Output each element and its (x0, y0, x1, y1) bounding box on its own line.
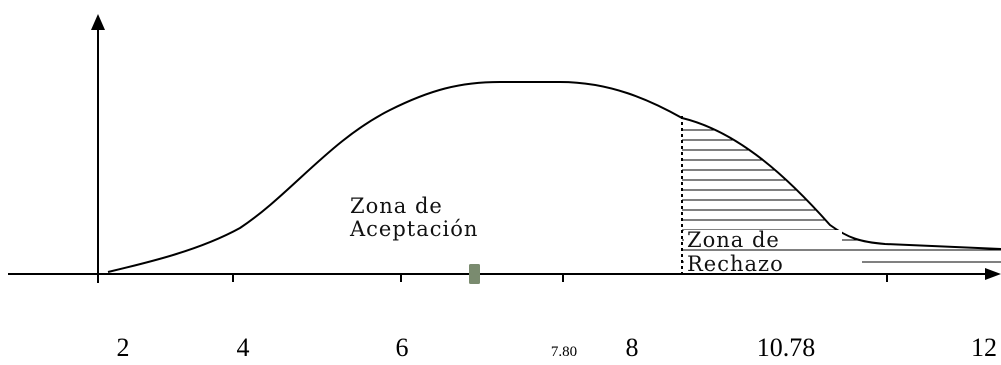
distribution-diagram: Zona de Aceptación Zona de Rechazo (8, 14, 1001, 284)
rejection-label-bg2 (684, 254, 862, 272)
axis-label-8: 8 (625, 333, 639, 362)
acceptance-zone-label-line2: Aceptación (349, 217, 478, 241)
sample-value-marker (469, 264, 480, 284)
axis-label-12: 12 (971, 333, 997, 362)
y-axis-arrow (91, 14, 105, 30)
rejection-zone-label-line1: Zona de (687, 228, 780, 252)
axis-label-2: 2 (116, 333, 130, 362)
axis-label-4: 4 (236, 333, 250, 362)
axis-label-10-78: 10.78 (756, 333, 816, 362)
acceptance-zone-label-line1: Zona de (350, 194, 443, 218)
distribution-curve (107, 81, 1001, 273)
axis-label-6: 6 (395, 333, 409, 362)
rejection-label-bg1 (684, 230, 842, 248)
x-axis-arrow (985, 268, 1001, 280)
rejection-zone-label-line2: Rechazo (687, 252, 784, 276)
axis-label-7-80: 7.80 (550, 344, 578, 360)
x-axis-ticks (232, 274, 888, 282)
